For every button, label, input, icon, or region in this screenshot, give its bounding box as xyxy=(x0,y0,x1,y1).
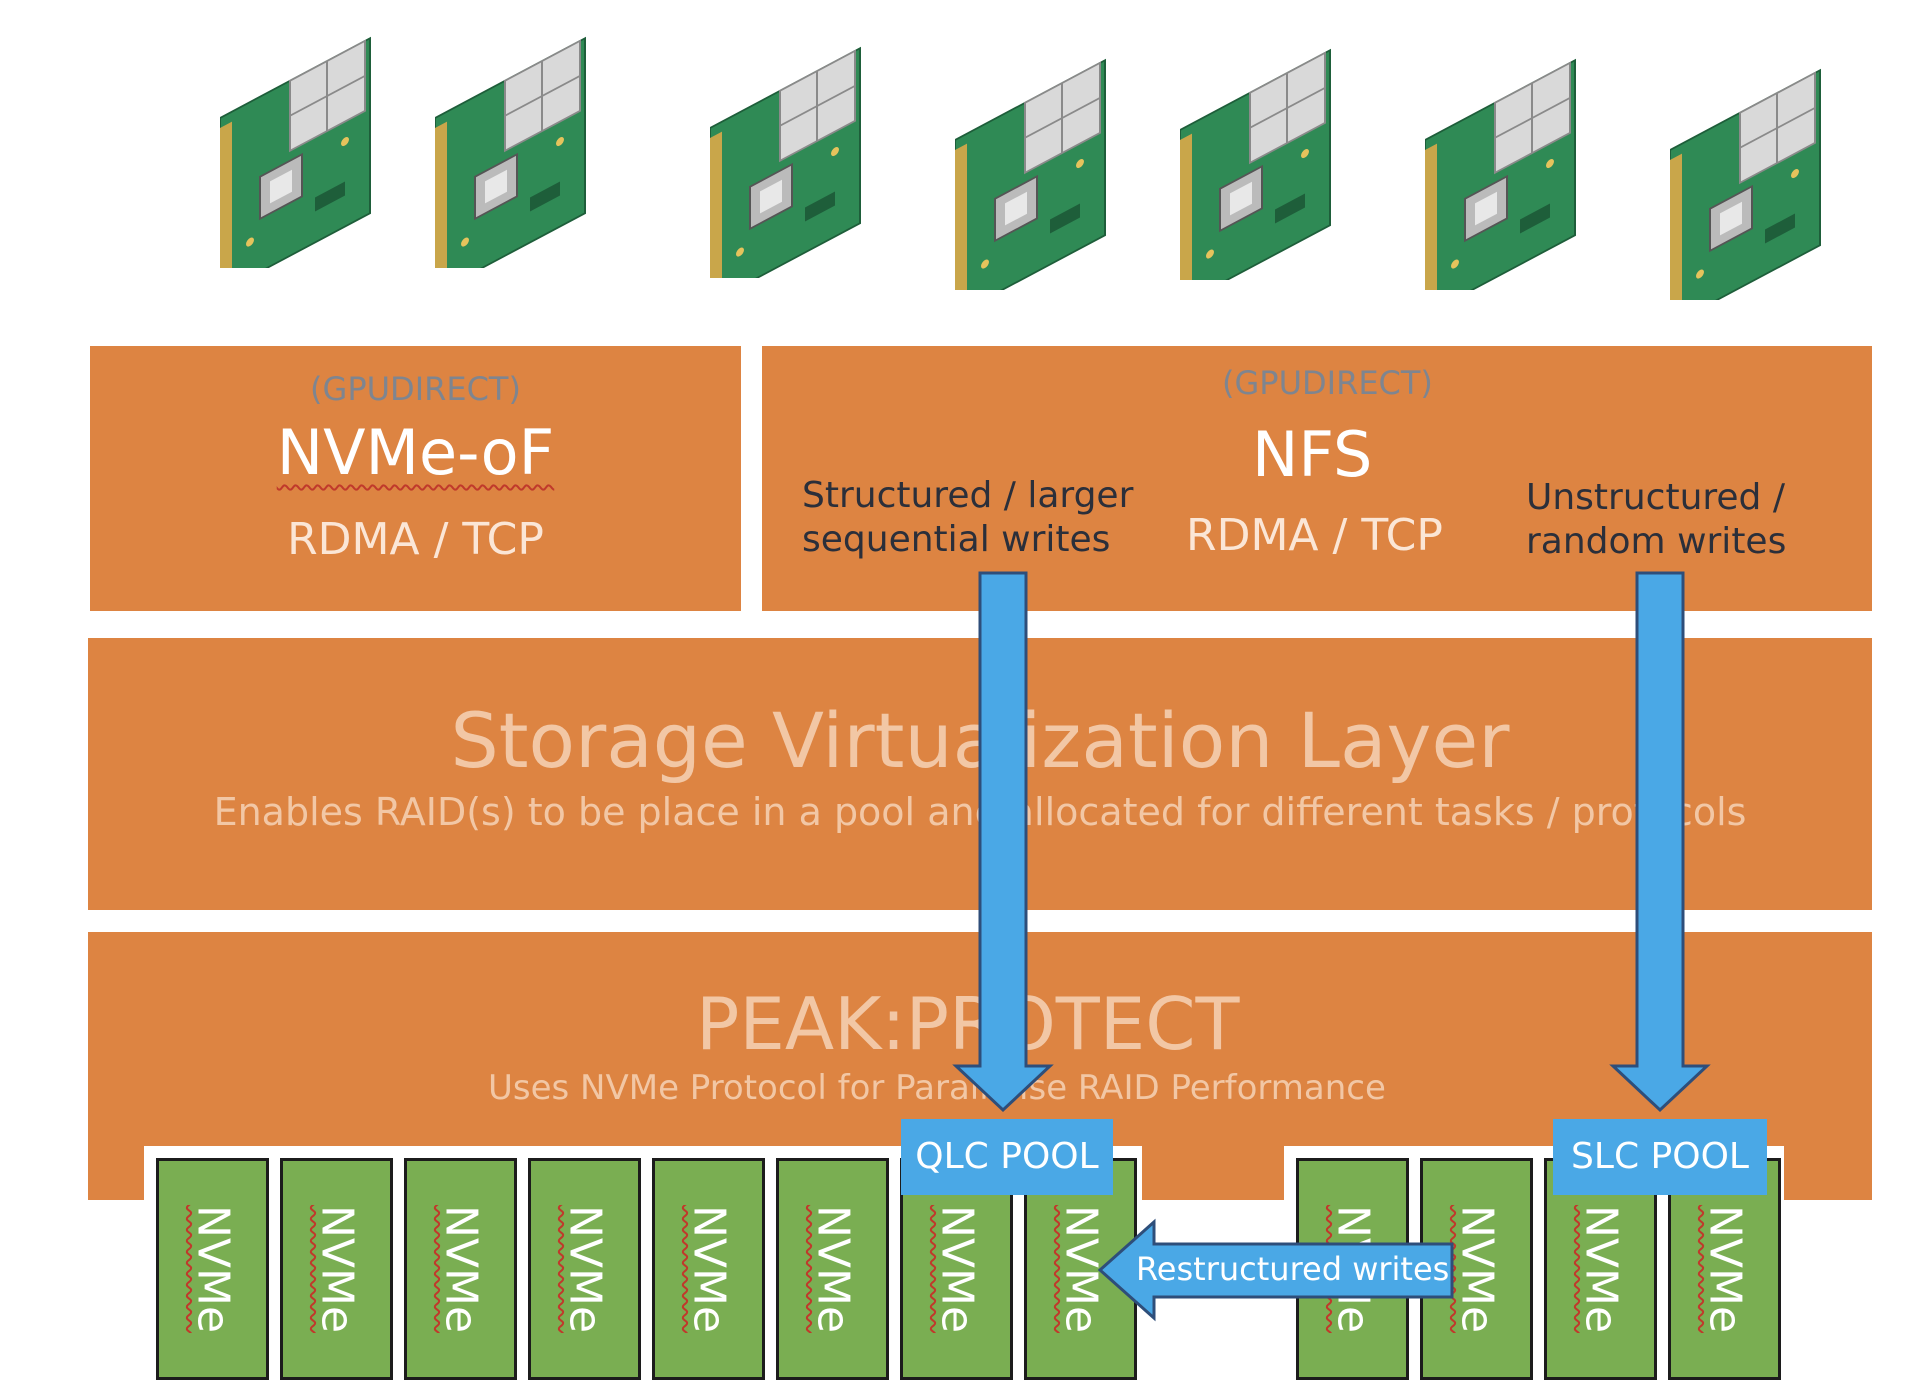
qlc-drive: NVMe xyxy=(280,1158,393,1380)
qlc-drive: NVMe xyxy=(404,1158,517,1380)
nfs-title: NFS xyxy=(1252,418,1373,491)
unstructured-note-line1: Unstructured / xyxy=(1526,477,1785,518)
nic-card-icon xyxy=(1669,50,1830,327)
nvmeof-protocol: RDMA / TCP xyxy=(287,514,544,565)
nfs-block: (GPUDIRECT) NFS RDMA / TCP Structured / … xyxy=(762,346,1872,611)
nic-card-icon xyxy=(1179,30,1340,307)
qlc-drive: NVMe xyxy=(528,1158,641,1380)
slc-drive: NVMe xyxy=(1668,1158,1781,1380)
nfs-protocol: RDMA / TCP xyxy=(1186,510,1443,561)
nic-card-icon xyxy=(434,18,595,295)
restructured-writes-label: Restructured writes xyxy=(1136,1250,1450,1288)
qlc-drive: NVMe xyxy=(900,1158,1013,1380)
nvmeof-title: NVMe-oF xyxy=(276,416,555,489)
structured-write-arrow xyxy=(952,571,1054,1113)
qlc-drive: NVMe xyxy=(652,1158,765,1380)
nfs-subtitle: (GPUDIRECT) xyxy=(1222,364,1433,402)
nic-card-icon xyxy=(709,28,870,305)
nvmeof-subtitle: (GPUDIRECT) xyxy=(310,370,521,408)
nic-card-icon xyxy=(219,18,380,295)
nic-card-icon xyxy=(1424,40,1585,317)
qlc-drive: NVMe xyxy=(156,1158,269,1380)
structured-note-line1: Structured / larger xyxy=(802,475,1134,516)
structured-writes-note: Structured / larger sequential writes xyxy=(802,474,1133,562)
nvmeof-block: (GPUDIRECT) NVMe-oF RDMA / TCP xyxy=(90,346,741,611)
unstructured-note-line2: random writes xyxy=(1526,521,1787,562)
unstructured-write-arrow xyxy=(1609,571,1711,1113)
structured-note-line2: sequential writes xyxy=(802,519,1111,560)
nic-card-icon xyxy=(954,40,1115,317)
protect-title: PEAK:PROTECT xyxy=(696,982,1240,1066)
restructure-arrow-shape xyxy=(1097,1218,1454,1322)
slc-pool-label: SLC POOL xyxy=(1553,1119,1767,1195)
qlc-drive: NVMe xyxy=(776,1158,889,1380)
qlc-pool-label: QLC POOL xyxy=(901,1119,1113,1195)
unstructured-writes-note: Unstructured / random writes xyxy=(1526,476,1786,564)
protect-description: Uses NVMe Protocol for Parallelise RAID … xyxy=(488,1068,1386,1108)
